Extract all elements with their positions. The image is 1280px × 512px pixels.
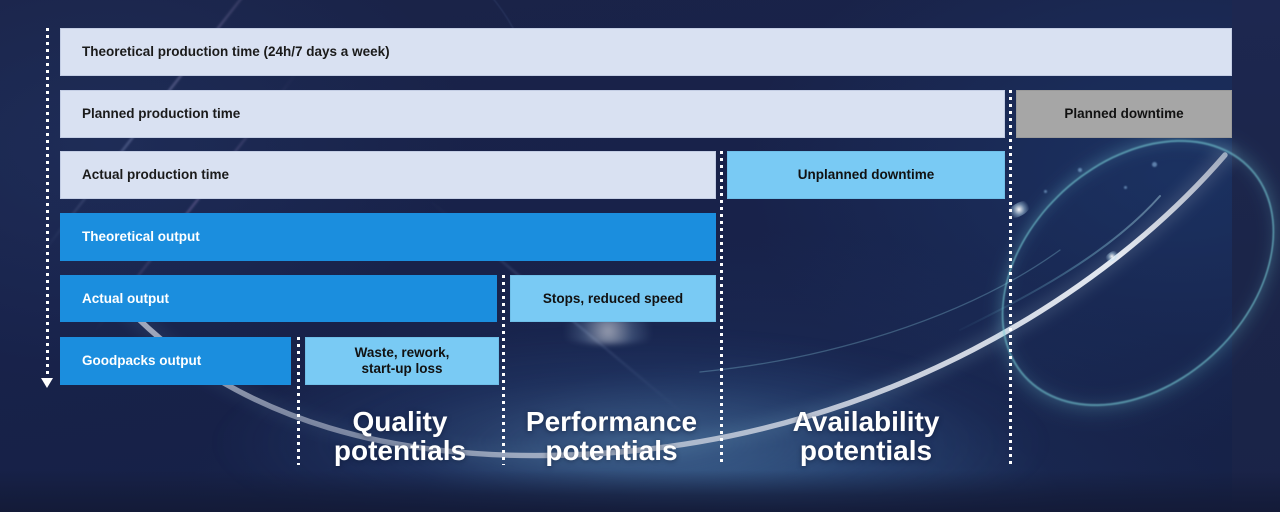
bar-label: Actual production time [82,167,230,183]
quality-potentials: Quality potentials [333,406,467,466]
bar-segment[interactable]: Theoretical production time (24h/7 days … [60,28,1232,76]
bar-segment[interactable]: Unplanned downtime [727,151,1005,199]
bar-label: Unplanned downtime [797,167,935,183]
quality-divider [297,337,300,465]
bar-segment[interactable]: Theoretical output [60,213,716,261]
bar-label: Actual output [82,290,169,306]
bar-label: Theoretical production time (24h/7 days … [82,44,390,60]
background-sparkle-icon-3 [548,318,668,344]
bar-segment[interactable]: Stops, reduced speed [510,275,716,322]
performance-divider [502,275,505,465]
planned-divider [1009,90,1012,465]
bar-label: Stops, reduced speed [542,290,684,306]
bar-segment[interactable]: Waste, rework, start-up loss [305,337,499,385]
axis-arrow-down-icon [41,378,53,388]
bar-segment[interactable]: Planned downtime [1016,90,1232,138]
bar-segment[interactable]: Planned production time [60,90,1005,138]
bar-label: Goodpacks output [82,353,202,369]
availability-potentials: Availability potentials [792,406,940,466]
bar-segment[interactable]: Actual production time [60,151,716,199]
background-dot [1078,168,1082,172]
vertical-dotted-axis [46,28,49,380]
bar-label: Planned production time [82,106,241,122]
background-dot [1044,190,1047,193]
background-dot [1124,186,1127,189]
performance-potentials: Performance potentials [525,406,698,466]
bar-segment[interactable]: Goodpacks output [60,337,291,385]
background-dot [1152,162,1157,167]
bar-segment[interactable]: Actual output [60,275,497,322]
bar-label: Waste, rework, start-up loss [354,345,450,376]
bar-label: Theoretical output [82,229,200,245]
bar-label: Planned downtime [1064,106,1184,122]
availability-divider [720,151,723,465]
